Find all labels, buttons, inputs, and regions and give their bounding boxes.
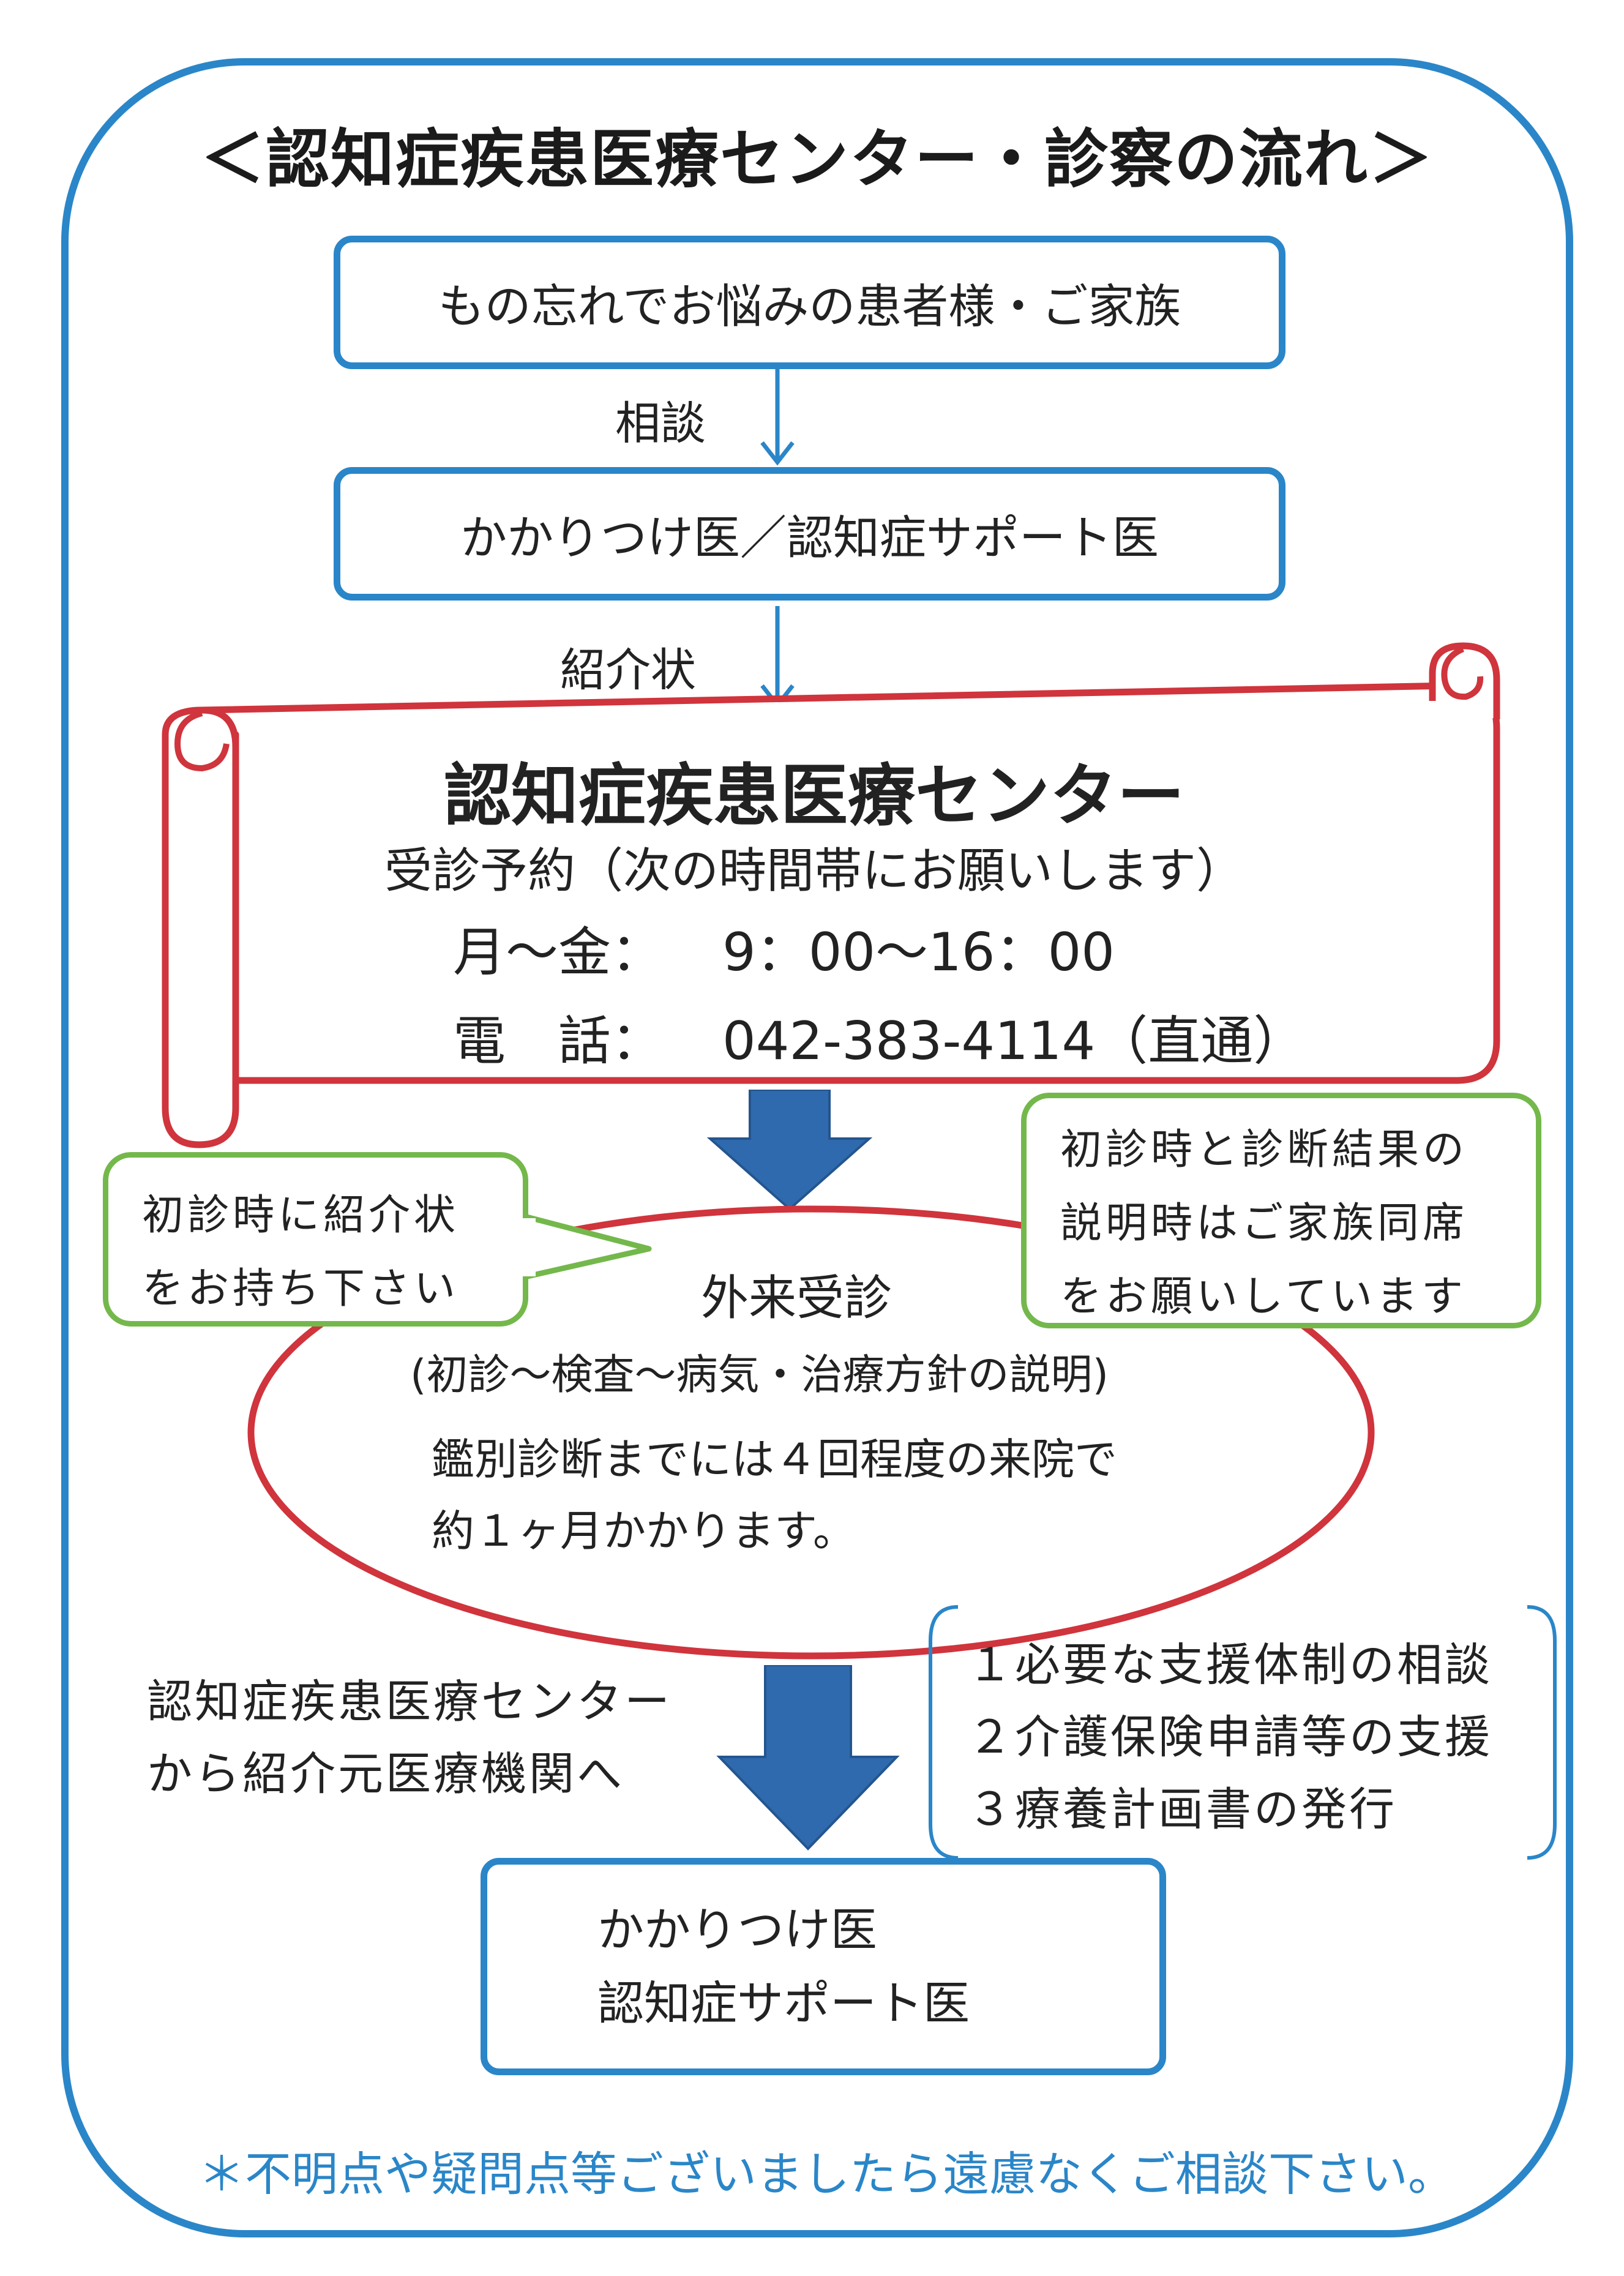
- left-bubble-tail-cover: [499, 1218, 536, 1276]
- consult-label: 相談: [615, 397, 706, 450]
- referral-label: 紹介状: [560, 644, 696, 697]
- scroll-banner: [162, 642, 1500, 1148]
- center-name: 認知症疾患医療センター: [444, 757, 1184, 835]
- phone-label: 電 話：: [453, 1011, 664, 1072]
- family-doctor-box: かかりつけ医／認知症サポート医: [334, 467, 1285, 601]
- phone-value: 042-383-4114（直通）: [722, 1011, 1306, 1072]
- block-arrow-down-1: [706, 1090, 873, 1211]
- left-bubble: 初診時に紹介状 をお持ち下さい: [103, 1152, 528, 1327]
- outpatient-title: 外来受診: [701, 1271, 892, 1326]
- final-box-line-1: かかりつけ医: [597, 1902, 877, 1957]
- outpatient-line-2: 約１ヶ月かかります。: [432, 1506, 856, 1556]
- right-bubble-line-2: 説明時はご家族同席: [1060, 1199, 1469, 1248]
- return-flow-line-2: から紹介元医療機関へ: [147, 1748, 624, 1800]
- outpatient-line-1: 鑑別診断までには４回程度の来院で: [432, 1434, 1117, 1484]
- right-bubble-line-1: 初診時と診断結果の: [1060, 1126, 1469, 1174]
- patient-family-text: もの忘れでお悩みの患者様・ご家族: [438, 279, 1181, 334]
- return-flow-line-1: 認知症疾患医療センター: [147, 1675, 672, 1728]
- hours-value: 9：00～16：00: [722, 922, 1115, 983]
- support-item-1: １必要な支援体制の相談: [967, 1639, 1492, 1691]
- right-bubble: 初診時と診断結果の 説明時はご家族同席 をお願いしています: [1021, 1093, 1541, 1328]
- support-item-3: ３療養計画書の発行: [967, 1783, 1397, 1836]
- thin-arrow-down-1: [760, 369, 795, 466]
- page-title: ＜認知症疾患医療センター・診察の流れ＞: [200, 122, 1434, 197]
- outer-frame: [61, 58, 1573, 2237]
- hours-label: 月～金：: [453, 922, 664, 983]
- left-bubble-line-1: 初診時に紹介状: [142, 1191, 460, 1240]
- block-arrow-down-2: [716, 1665, 900, 1851]
- outpatient-subtitle: (初診～検査～病気・治療方針の説明): [410, 1351, 1109, 1399]
- patient-family-box: もの忘れでお悩みの患者様・ご家族: [334, 236, 1285, 369]
- support-item-2: ２介護保険申請等の支援: [967, 1711, 1492, 1764]
- final-doctor-box: かかりつけ医 認知症サポート医: [481, 1858, 1166, 2075]
- family-doctor-text: かかりつけ医／認知症サポート医: [460, 511, 1159, 565]
- final-box-line-2: 認知症サポート医: [597, 1975, 970, 2031]
- support-brackets: [929, 1605, 1557, 1860]
- reservation-text: 受診予約（次の時間帯にお願いします）: [384, 844, 1244, 899]
- left-bubble-line-2: をお持ち下さい: [142, 1265, 460, 1313]
- footer-note: ＊不明点や疑問点等ございましたら遠慮なくご相談下さい。: [198, 2147, 1454, 2201]
- right-bubble-line-3: をお願いしています: [1060, 1273, 1467, 1321]
